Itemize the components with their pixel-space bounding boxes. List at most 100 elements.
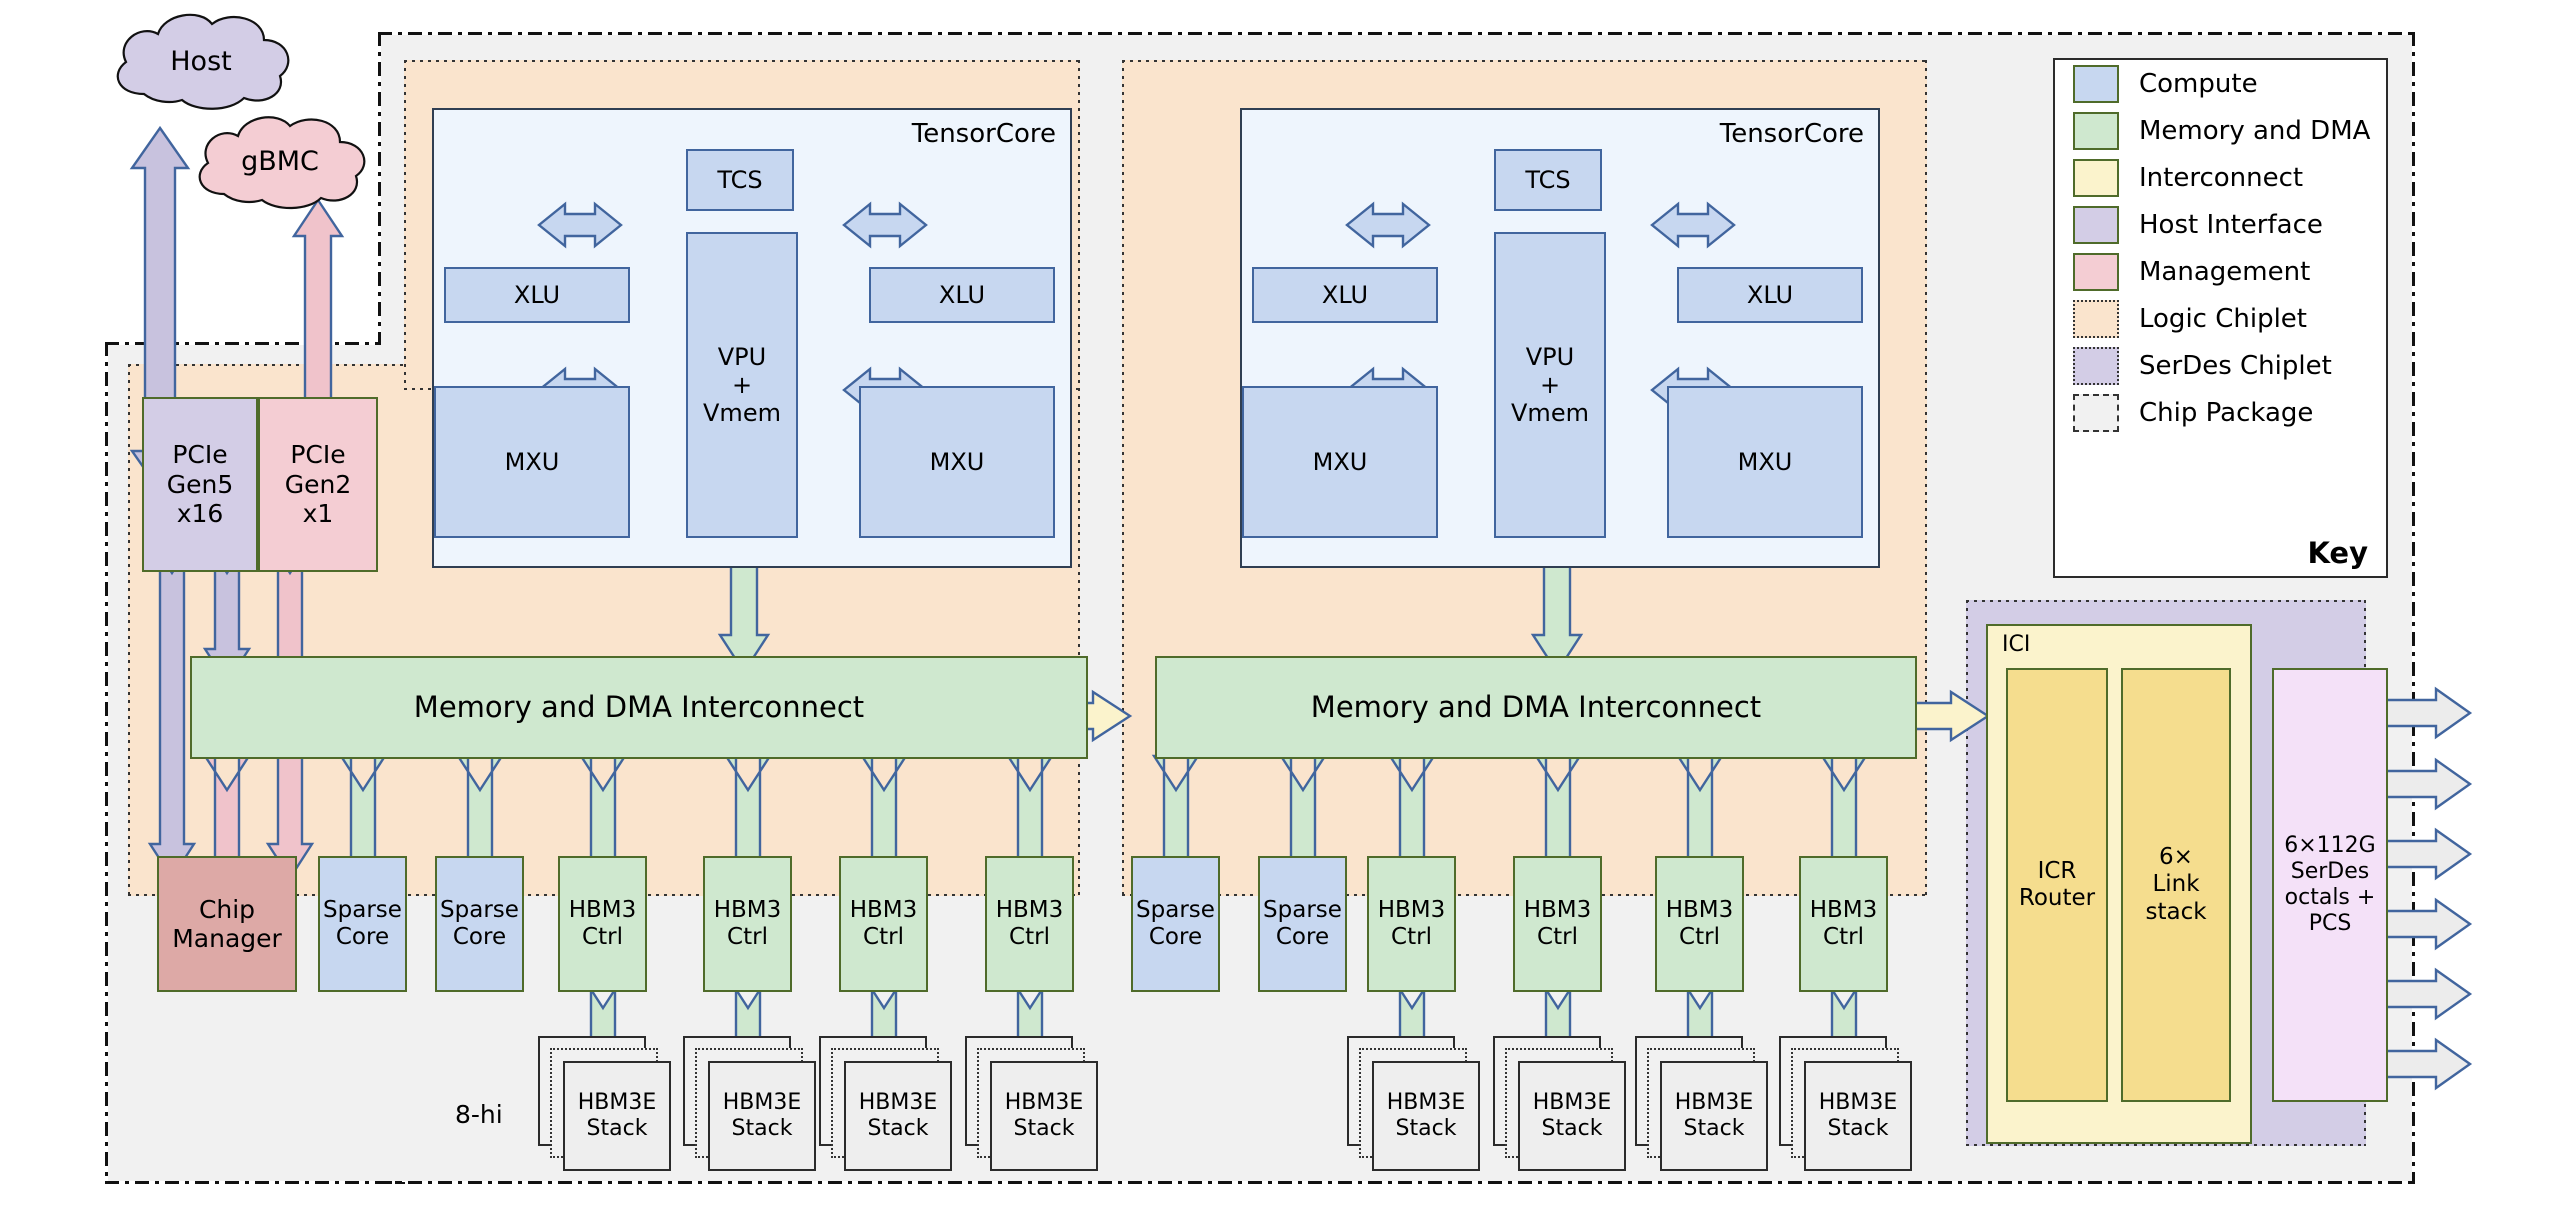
legend-label-chip-package: Chip Package	[2139, 397, 2314, 428]
vpu-line-2: +	[731, 370, 753, 399]
hbm3-ctrl-line-1: HBM3	[713, 896, 782, 923]
hbm3e-stack-4: HBM3E Stack	[990, 1061, 1098, 1171]
xlu-block-left-1: XLU	[444, 267, 630, 323]
mxu-block-right-2: MXU	[1667, 386, 1863, 538]
hbm3e-line-2: Stack	[586, 1116, 648, 1141]
vpu-line-1: VPU	[717, 342, 767, 371]
hbm3-ctrl-line-2: Ctrl	[1823, 924, 1864, 950]
hbm3e-line-1: HBM3E	[1386, 1090, 1466, 1116]
sparse-core-left-1: Sparse Core	[318, 856, 407, 992]
sparse-core-line-1: Sparse	[1136, 896, 1215, 923]
hbm3e-stack-5: HBM3E Stack	[1372, 1061, 1480, 1171]
vpu-line-3: Vmem	[703, 399, 781, 428]
chip-manager-block: Chip Manager	[157, 856, 297, 992]
hbm3e-line-2: Stack	[1395, 1116, 1457, 1141]
link-stack-line-2: Link	[2152, 871, 2200, 898]
hbm3-ctrl-line-1: HBM3	[849, 896, 918, 923]
pcie-gen5-block: PCIe Gen5 x16	[142, 397, 258, 572]
hbm3-ctrl-line-1: HBM3	[1523, 896, 1592, 923]
pcie-gen5-line-3: x16	[176, 499, 224, 529]
legend-swatch-host-interface	[2073, 205, 2119, 244]
hbm3-ctrl-line-1: HBM3	[1377, 896, 1446, 923]
sparse-core-right-2: Sparse Core	[1258, 856, 1347, 992]
sparse-core-line-1: Sparse	[1263, 896, 1342, 923]
legend-key-word: Key	[2307, 536, 2368, 570]
hbm3-ctrl-line-2: Ctrl	[1391, 924, 1432, 950]
link-stack-line-3: stack	[2145, 898, 2207, 925]
pcie-gen2-line-1: PCIe	[290, 440, 346, 470]
legend-key-panel: Compute Memory and DMA Interconnect Host…	[2053, 58, 2388, 578]
pcie-gen2-line-3: x1	[302, 499, 334, 529]
mxu-block-left-2: MXU	[859, 386, 1055, 538]
legend-swatch-serdes-chiplet	[2073, 346, 2119, 385]
xlu-block-left-2: XLU	[869, 267, 1055, 323]
hbm3-ctrl-right-3: HBM3 Ctrl	[1655, 856, 1744, 992]
serdes-line-3: octals +	[2284, 885, 2376, 910]
legend-item-chip-package: Chip Package	[2055, 389, 2386, 436]
eight-hi-label: 8-hi	[455, 1100, 503, 1129]
hbm3e-line-2: Stack	[731, 1116, 793, 1141]
legend-label-serdes-chiplet: SerDes Chiplet	[2139, 350, 2332, 381]
icr-router-line-2: Router	[2018, 885, 2096, 911]
legend-swatch-interconnect	[2073, 158, 2119, 197]
hbm3e-stack-3: HBM3E Stack	[844, 1061, 952, 1171]
tcs-block-right: TCS	[1494, 149, 1602, 211]
pcie-gen2-block: PCIe Gen2 x1	[258, 397, 378, 572]
hbm3-ctrl-line-2: Ctrl	[863, 924, 904, 950]
hbm3e-stack-2: HBM3E Stack	[708, 1061, 816, 1171]
hbm3e-line-1: HBM3E	[1674, 1090, 1754, 1116]
hbm3e-line-2: Stack	[1827, 1116, 1889, 1141]
hbm3e-stack-1: HBM3E Stack	[563, 1061, 671, 1171]
host-cloud: Host	[96, 6, 306, 116]
hbm3-ctrl-left-4: HBM3 Ctrl	[985, 856, 1074, 992]
mxu-block-left-1: MXU	[434, 386, 630, 538]
icr-router-line-1: ICR	[2037, 857, 2077, 884]
chip-manager-line-2: Manager	[172, 924, 282, 953]
vpu-vmem-block-right: VPU + Vmem	[1494, 232, 1606, 538]
legend-label-logic-chiplet: Logic Chiplet	[2139, 303, 2307, 334]
hbm3-ctrl-line-1: HBM3	[568, 896, 637, 923]
memory-dma-interconnect-right: Memory and DMA Interconnect	[1155, 656, 1917, 759]
hbm3-ctrl-line-1: HBM3	[995, 896, 1064, 923]
tensorcore-left-label: TensorCore	[911, 119, 1056, 149]
link-stack-block: 6× Link stack	[2121, 668, 2231, 1102]
legend-item-memory-and-dma: Memory and DMA	[2055, 107, 2386, 154]
serdes-line-1: 6×112G	[2284, 833, 2376, 859]
legend-swatch-compute	[2073, 64, 2119, 103]
hbm3-ctrl-right-1: HBM3 Ctrl	[1367, 856, 1456, 992]
hbm3-ctrl-right-4: HBM3 Ctrl	[1799, 856, 1888, 992]
vpu-line-3: Vmem	[1511, 399, 1589, 428]
sparse-core-line-1: Sparse	[323, 896, 402, 923]
legend-swatch-chip-package	[2073, 393, 2119, 432]
sparse-core-line-1: Sparse	[440, 896, 519, 923]
vpu-line-2: +	[1539, 370, 1561, 399]
sparse-core-line-2: Core	[1148, 924, 1203, 950]
hbm3e-line-2: Stack	[867, 1116, 929, 1141]
legend-label-host-interface: Host Interface	[2139, 209, 2323, 240]
hbm3e-line-1: HBM3E	[1004, 1090, 1084, 1116]
hbm3e-line-1: HBM3E	[1818, 1090, 1898, 1116]
hbm3e-stack-8: HBM3E Stack	[1804, 1061, 1912, 1171]
gbmc-cloud-label: gBMC	[241, 146, 319, 177]
legend-item-interconnect: Interconnect	[2055, 154, 2386, 201]
legend-label-compute: Compute	[2139, 68, 2258, 99]
hbm3-ctrl-line-2: Ctrl	[1537, 924, 1578, 950]
hbm3-ctrl-line-1: HBM3	[1665, 896, 1734, 923]
legend-swatch-logic-chiplet	[2073, 299, 2119, 338]
chip-manager-line-1: Chip	[198, 894, 256, 924]
legend-label-interconnect: Interconnect	[2139, 162, 2304, 193]
hbm3-ctrl-line-2: Ctrl	[727, 924, 768, 950]
hbm3e-line-1: HBM3E	[1532, 1090, 1612, 1116]
sparse-core-left-2: Sparse Core	[435, 856, 524, 992]
hbm3-ctrl-line-2: Ctrl	[1009, 924, 1050, 950]
pcie-gen2-line-2: Gen2	[284, 469, 352, 499]
sparse-core-line-2: Core	[335, 924, 390, 950]
tcs-block-left: TCS	[686, 149, 794, 211]
gbmc-cloud: gBMC	[180, 108, 380, 216]
xlu-block-right-2: XLU	[1677, 267, 1863, 323]
serdes-line-2: SerDes	[2290, 859, 2370, 885]
pcie-gen5-line-2: Gen5	[166, 469, 234, 499]
tensorcore-right-label: TensorCore	[1719, 119, 1864, 149]
hbm3e-line-2: Stack	[1541, 1116, 1603, 1141]
